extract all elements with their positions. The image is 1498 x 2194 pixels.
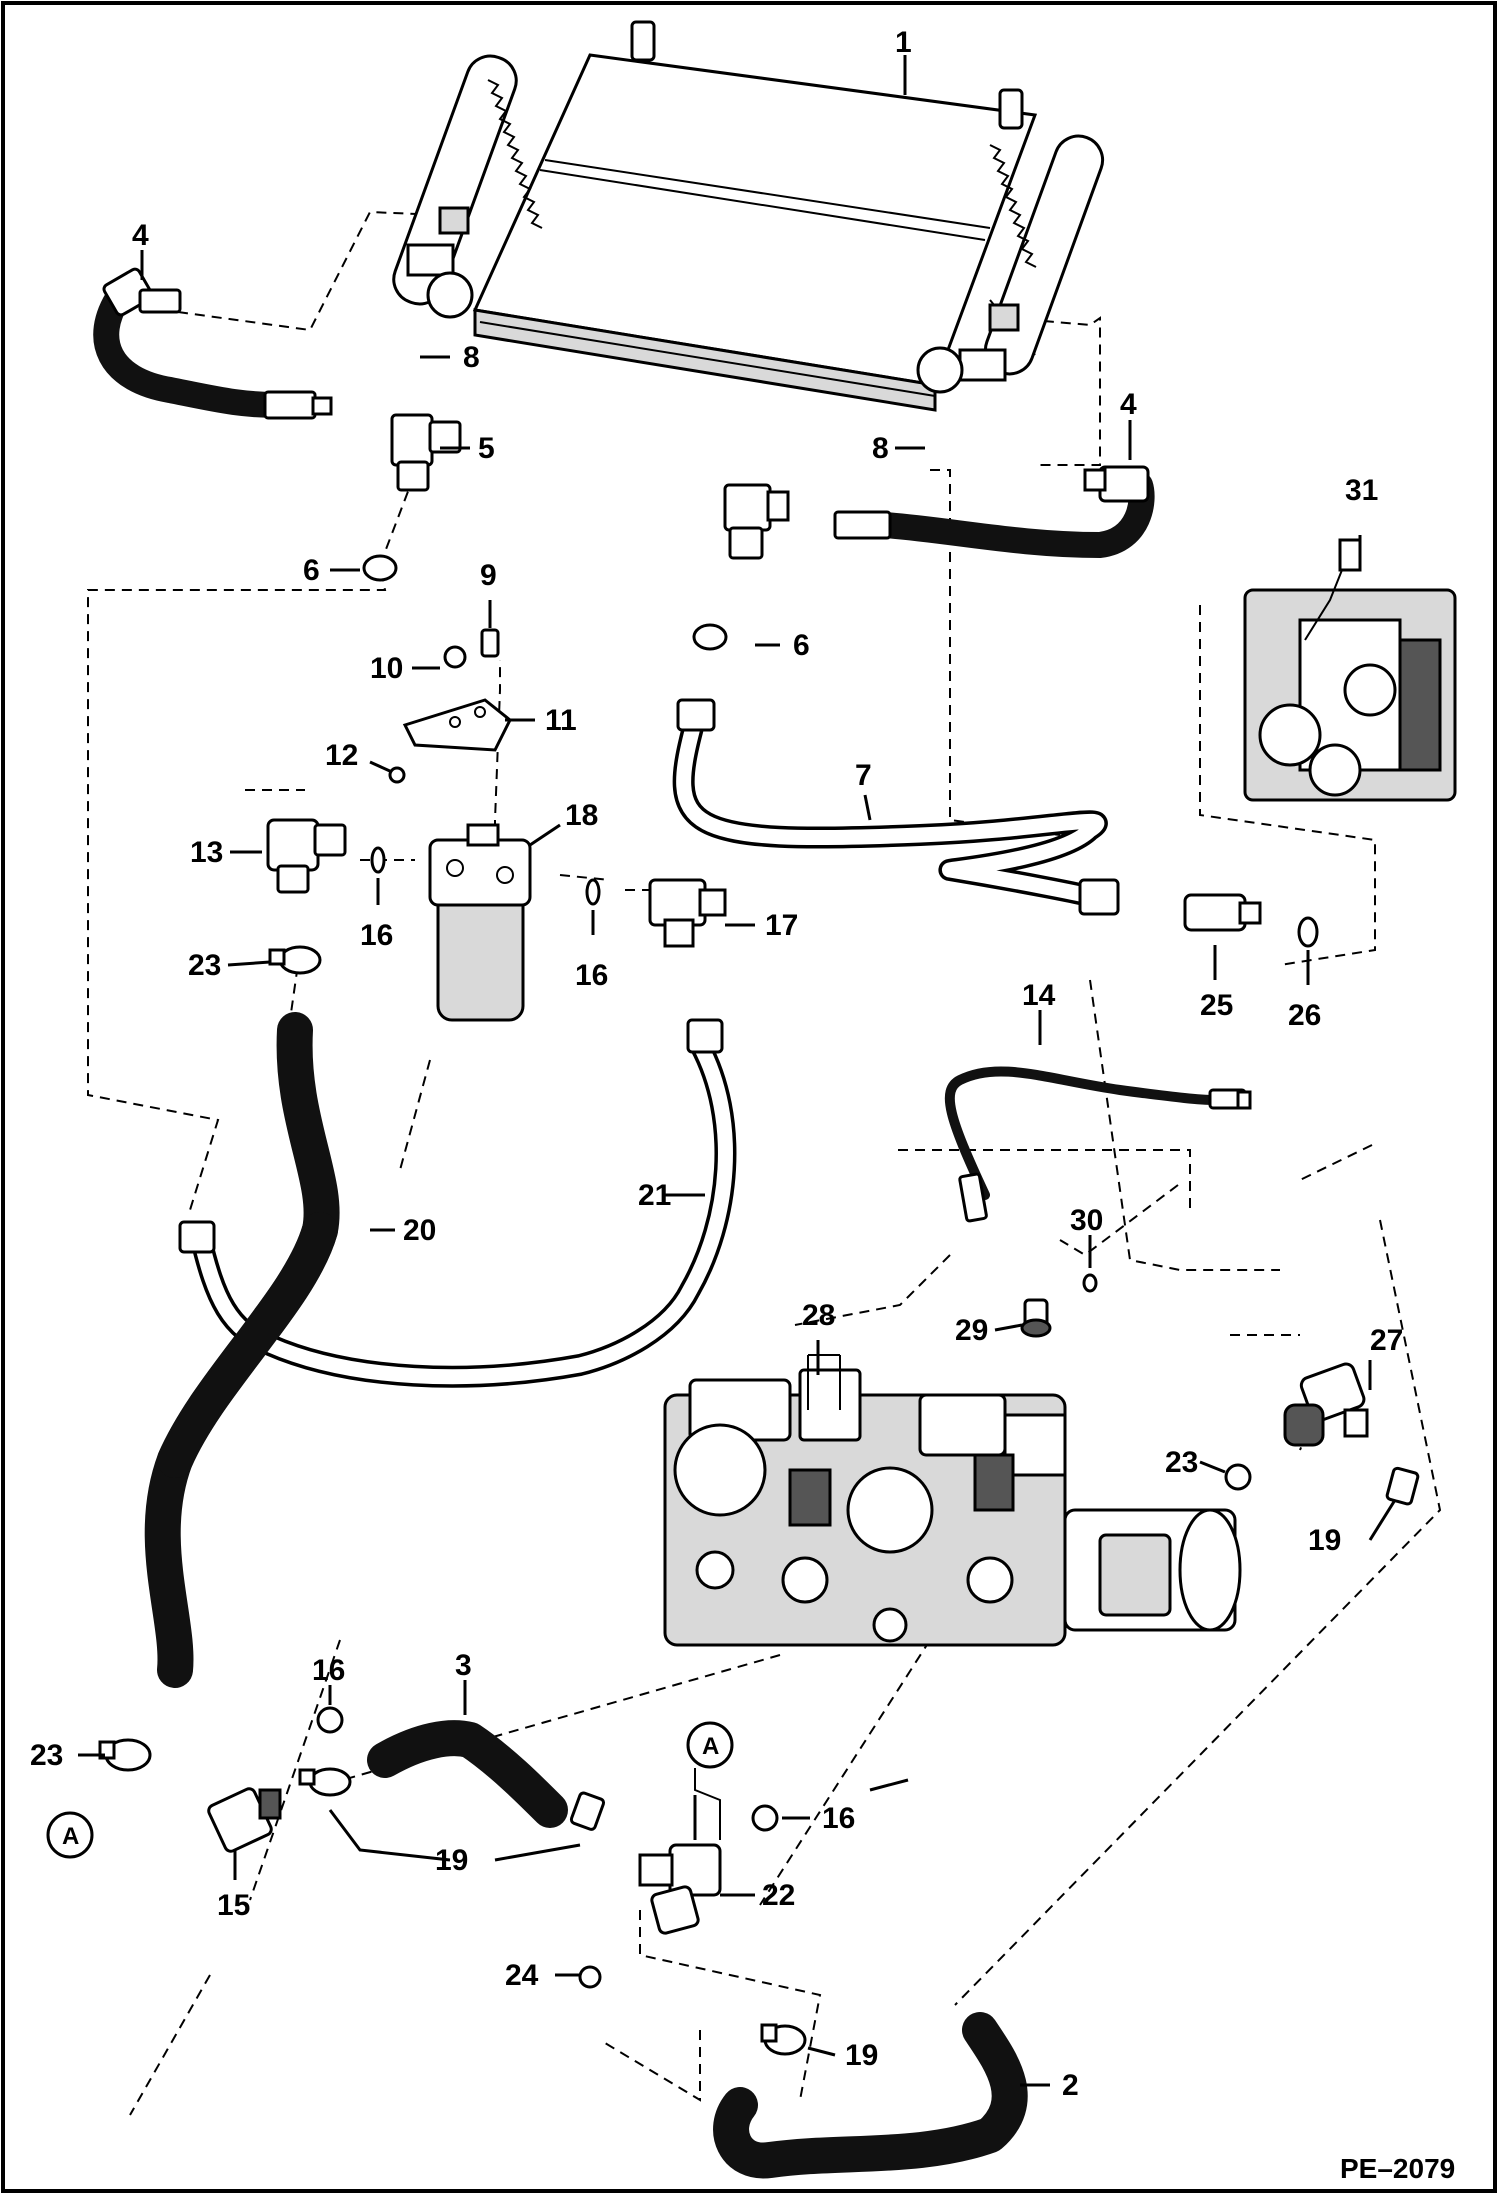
callout-16-d: 16 <box>822 1802 855 1835</box>
fitting-29 <box>1020 1298 1052 1338</box>
callout-19-c: 19 <box>845 2039 878 2072</box>
oring-30 <box>1082 1273 1098 1293</box>
elbow-fitting-7-top <box>723 483 790 560</box>
hose-3 <box>367 1720 568 1828</box>
tube-7 <box>672 698 1120 916</box>
callout-16-b: 16 <box>575 959 608 992</box>
callout-19-b: 19 <box>435 1844 468 1877</box>
oring-16-lower <box>316 1706 344 1734</box>
callout-8-right: 8 <box>872 432 889 465</box>
hose-clamp-19-upper <box>298 1767 352 1797</box>
callout-28: 28 <box>802 1299 835 1332</box>
oring-23-right <box>1224 1463 1252 1491</box>
hose-clamp-23-left <box>98 1738 152 1772</box>
callout-5: 5 <box>478 432 495 465</box>
fitting-27 <box>1283 1362 1369 1447</box>
hose-clamp-23-top <box>268 945 322 975</box>
callout-20: 20 <box>403 1214 436 1247</box>
reference-a-leader <box>694 1768 721 1840</box>
adapter-25 <box>1183 893 1262 932</box>
oring-16-left <box>370 846 386 874</box>
callout-26: 26 <box>1288 999 1321 1032</box>
callout-labels: 1 2 3 4 4 5 6 6 7 8 8 9 10 11 12 13 14 1… <box>30 26 1403 2102</box>
fitting-6 <box>362 554 728 651</box>
callout-22: 22 <box>762 1879 795 1912</box>
bolt-9 <box>480 628 500 658</box>
callout-25: 25 <box>1200 989 1233 1022</box>
callout-23-c: 23 <box>30 1739 63 1772</box>
washer-12 <box>388 766 406 784</box>
callout-18: 18 <box>565 799 598 832</box>
callout-2: 2 <box>1062 2069 1079 2102</box>
callout-9: 9 <box>480 559 497 592</box>
hydrostatic-pump-28 <box>663 1354 1242 1647</box>
oring-26 <box>1297 916 1319 948</box>
reference-marker-a-left: A <box>46 1811 94 1859</box>
callout-15: 15 <box>217 1889 250 1922</box>
callout-30: 30 <box>1070 1204 1103 1237</box>
callout-3: 3 <box>455 1649 472 1682</box>
hose-4-right <box>833 465 1155 558</box>
callout-24: 24 <box>505 1959 539 1992</box>
callout-13: 13 <box>190 836 223 869</box>
callout-10: 10 <box>370 652 403 685</box>
callout-7: 7 <box>855 759 872 792</box>
svg-text:A: A <box>62 1823 79 1850</box>
clamp-19-right <box>1385 1466 1420 1506</box>
callout-11: 11 <box>545 704 577 737</box>
callout-27: 27 <box>1370 1324 1403 1357</box>
callout-21: 21 <box>638 1179 671 1212</box>
callout-1: 1 <box>895 26 912 59</box>
leader-lines <box>78 55 1397 2087</box>
hose-clamp-19-mid <box>569 1791 606 1831</box>
tee-fitting-17 <box>648 878 727 948</box>
hose-clamp-19-lower <box>760 2023 807 2056</box>
tee-fitting-22 <box>638 1843 722 1935</box>
callout-14: 14 <box>1022 979 1056 1012</box>
control-valve-31 <box>1243 538 1457 802</box>
callout-16-c: 16 <box>312 1654 345 1687</box>
callout-23-a: 23 <box>188 949 221 982</box>
callout-6-right: 6 <box>793 629 810 662</box>
callout-29: 29 <box>955 1314 988 1347</box>
hose-2 <box>713 2012 1028 2179</box>
callout-4-left: 4 <box>132 219 149 252</box>
svg-text:A: A <box>702 1733 719 1760</box>
hose-4-left <box>93 267 333 420</box>
hose-14 <box>944 1066 1252 1223</box>
callout-6-left: 6 <box>303 554 320 587</box>
mounting-bracket-11 <box>402 698 512 752</box>
elbow-fitting-5 <box>390 413 462 492</box>
callout-12: 12 <box>325 739 358 772</box>
callout-19-a: 19 <box>1308 1524 1341 1557</box>
elbow-fitting-13 <box>266 818 347 894</box>
callout-4-right: 4 <box>1120 388 1137 421</box>
oring-16-right-lower <box>751 1804 779 1832</box>
plug-24 <box>578 1965 602 1989</box>
bolt-10 <box>443 645 467 669</box>
callout-31: 31 <box>1345 474 1378 507</box>
fitting-15 <box>207 1787 282 1853</box>
oil-filter-18 <box>428 823 532 1022</box>
reference-marker-a-center: A <box>686 1721 734 1769</box>
hose-20-overlap <box>157 1212 338 1478</box>
callout-17: 17 <box>765 909 798 942</box>
callout-23-b: 23 <box>1165 1446 1198 1479</box>
drawing-code: PE–2079 <box>1340 2153 1455 2184</box>
callout-16-a: 16 <box>360 919 393 952</box>
oring-16-right <box>585 878 601 906</box>
callout-8-left: 8 <box>463 341 480 374</box>
oil-cooler <box>392 20 1105 412</box>
